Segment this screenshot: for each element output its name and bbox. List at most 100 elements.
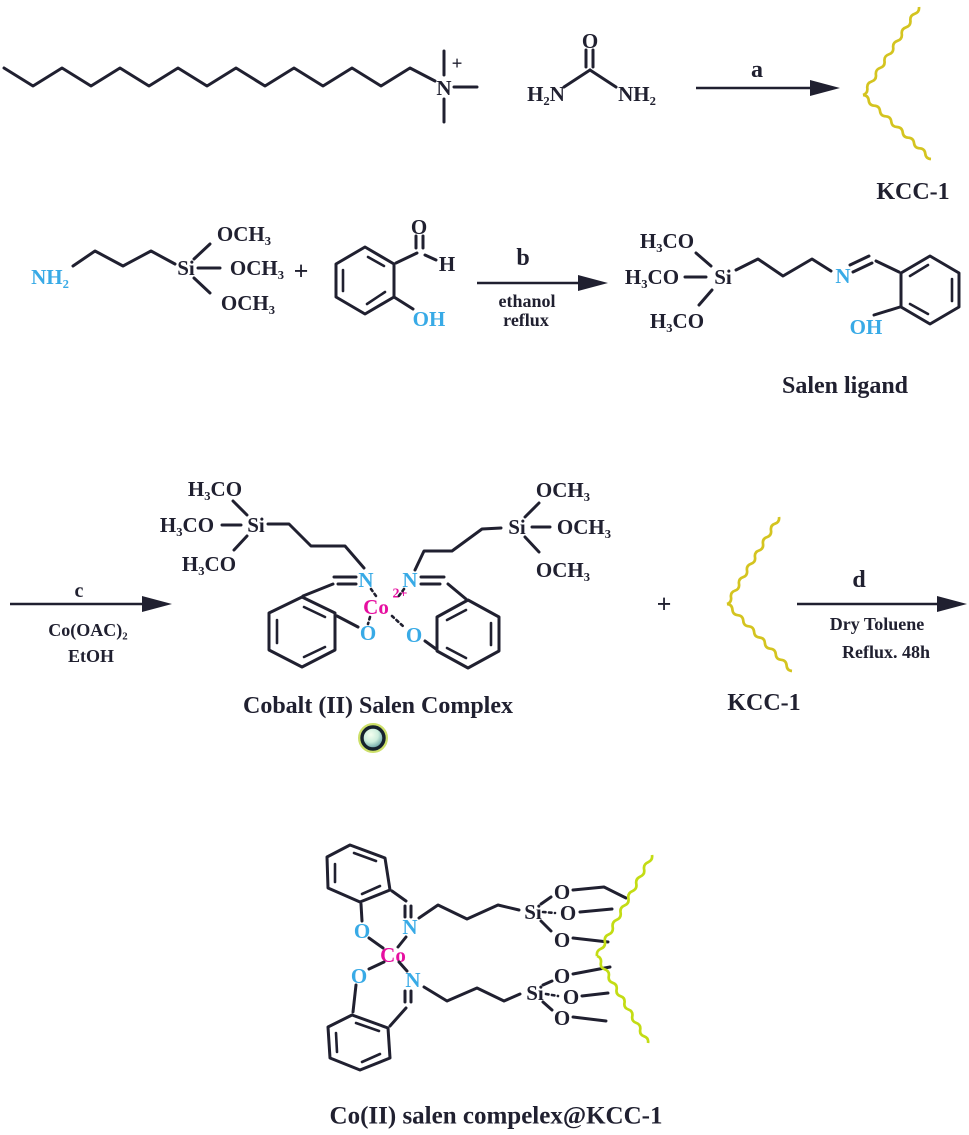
si-o-bond (539, 895, 553, 906)
sphere-glow (358, 723, 388, 753)
ch-ring-bond (446, 582, 468, 601)
phenol-oh-label: OH (850, 315, 883, 339)
si-o-bond (523, 535, 541, 554)
cobalt-complex-caption: Cobalt (II) Salen Complex (243, 693, 513, 719)
benzene-ring (334, 245, 396, 316)
siloxane-oxygen-label: O (560, 901, 576, 925)
si-o-bond-dotted (544, 992, 560, 998)
silicon-label: Si (508, 515, 526, 539)
si-o-bond (192, 276, 212, 295)
aldehyde-oxygen-label: O (411, 215, 427, 239)
aromatic-double-bond (908, 263, 930, 278)
kcc1-surface-squiggle (595, 854, 654, 957)
ammonium-charge-label: + (452, 54, 463, 75)
alkyl-chain-bond (2, 66, 437, 88)
kcc1-caption-mid: KCC-1 (727, 690, 800, 716)
aldehyde-ch-bond (423, 253, 438, 262)
ring-o-bond (335, 614, 360, 629)
arrow-b: b ethanol reflux (477, 245, 608, 330)
plus-sign-row2: + (294, 257, 309, 286)
step-b-label: b (516, 245, 529, 271)
benzene-ring (325, 843, 392, 904)
ammonium-nitrogen-label: N (436, 76, 451, 100)
ch-ring-bond (874, 259, 901, 274)
co-n-bond (396, 935, 408, 949)
kcc1-fiber-squiggle (726, 516, 781, 606)
benzene-ring (326, 1013, 392, 1072)
o-surface-bond (571, 936, 610, 944)
aromatic-double-bond (445, 646, 468, 660)
aromatic-double-bond (352, 851, 378, 863)
imine-nitrogen-label: N (402, 915, 417, 939)
cobalt-label: Co (363, 595, 389, 619)
benzene-ring (899, 254, 961, 326)
phenolate-oxygen-label: O (351, 964, 367, 988)
methoxy-label: H₃CO (160, 513, 214, 537)
kcc1-fiber-squiggle (862, 93, 932, 161)
aldehyde-h-label: H (439, 252, 455, 276)
si-o-bond (539, 919, 553, 933)
si-o-bond (232, 534, 249, 552)
methoxy-label: OCH₃ (217, 222, 271, 246)
arrow-a: a (696, 57, 840, 96)
si-o-bond (541, 979, 554, 987)
co-n-bond (397, 960, 409, 973)
methoxy-label: H₃CO (188, 477, 242, 501)
phenolate-oxygen-label: O (406, 623, 422, 647)
ring-o-bond (423, 639, 438, 651)
silicon-label: Si (714, 265, 732, 289)
propyl-chain-bond (417, 903, 521, 921)
si-o-bond (697, 288, 714, 307)
co-o-bond (367, 936, 385, 950)
cobalt-salen-complex-structure: H₃CO H₃CO H₃CO Si OCH₃ OCH₃ OCH₃ Si N N (160, 477, 611, 670)
phenolate-oxygen-label: O (360, 621, 376, 645)
kcc1-reactant-mid: KCC-1 (726, 516, 801, 716)
ring-oh-bond (392, 295, 415, 311)
aromatic-double-bond (908, 302, 930, 316)
arrow-c: c Co(OAC)₂ EtOH (10, 580, 172, 666)
siloxane-oxygen-label: O (554, 928, 570, 952)
ring-o-bond (359, 902, 364, 923)
condition-dry-toluene: Dry Toluene (830, 614, 925, 634)
ring-o-bond (351, 983, 358, 1014)
ring-cho-bond (394, 251, 419, 265)
co-n-coordination-bond (396, 587, 406, 599)
methoxy-label: H₃CO (625, 265, 679, 289)
aromatic-double-bond (445, 608, 468, 622)
salicylaldehyde-structure: O H OH (334, 215, 455, 331)
arrow-b-head (578, 275, 608, 291)
propyl-chain-bond (422, 985, 522, 1003)
salen-ligand-structure: H₃CO H₃CO H₃CO Si N OH (625, 229, 961, 339)
urea-oxygen-label: O (582, 29, 598, 53)
methoxy-label: H₃CO (650, 309, 704, 333)
aromatic-double-bond (366, 255, 386, 268)
condition-reflux: reflux (503, 310, 549, 330)
imine-nitrogen-label: N (835, 264, 850, 288)
aromatic-double-bond (365, 290, 387, 306)
aromatic-double-bond (334, 1031, 339, 1054)
imine-nitrogen-label: N (405, 968, 420, 992)
nanoparticle-sphere (358, 723, 388, 753)
siloxane-oxygen-label: O (554, 964, 570, 988)
benzene-ring (435, 598, 501, 670)
phenol-oh-label: OH (413, 307, 446, 331)
propyl-chain-bond (266, 522, 366, 570)
arrow-a-head (810, 80, 840, 96)
step-c-label: c (75, 580, 84, 602)
methoxy-label: OCH₃ (536, 478, 590, 502)
condition-ethanol: ethanol (498, 291, 555, 311)
o-surface-bond (578, 907, 614, 914)
ring-oh-bond (872, 305, 902, 317)
arrow-c-head (142, 596, 172, 612)
siloxane-oxygen-label: O (563, 985, 579, 1009)
o-surface-bond (571, 885, 628, 900)
urea-cn-bond (562, 68, 592, 89)
arrow-d: d Dry Toluene Reflux. 48h (797, 567, 967, 662)
phenolate-oxygen-label: O (354, 919, 370, 943)
si-o-bond (541, 1000, 554, 1012)
methoxy-label: H₃CO (640, 229, 694, 253)
kcc1-fiber-squiggle (726, 602, 793, 673)
co-n-coordination-bond (369, 587, 378, 598)
urea-nh2-label: NH₂ (618, 82, 656, 106)
condition-reflux-48h: Reflux. 48h (842, 642, 930, 662)
